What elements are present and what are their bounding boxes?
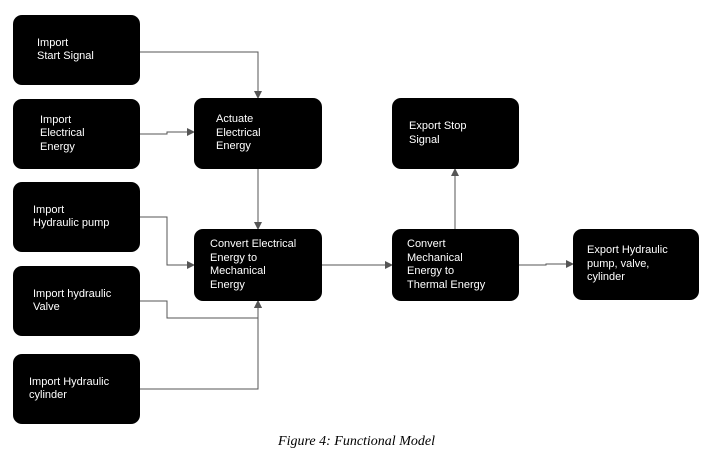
node-import-hydraulic-cylinder: Import Hydraulic cylinder bbox=[13, 354, 140, 424]
arrow-electrical-energy-to-actuate bbox=[140, 128, 195, 136]
arrow-hydraulic-valve-to-convert-electrical bbox=[140, 300, 262, 319]
arrow-convert-mechanical-to-export-hydraulic bbox=[519, 260, 574, 268]
arrow-hydraulic-pump-to-convert-electrical bbox=[140, 216, 195, 269]
node-import-electrical-energy: Import Electrical Energy bbox=[13, 99, 140, 169]
figure-caption: Figure 4: Functional Model bbox=[278, 434, 435, 449]
node-convert-electrical-to-mechanical: Convert Electrical Energy to Mechanical … bbox=[194, 229, 322, 301]
node-export-hydraulic: Export Hydraulic pump, valve, cylinder bbox=[573, 229, 699, 300]
arrow-start-signal-to-actuate bbox=[140, 51, 262, 99]
node-import-hydraulic-valve: Import hydraulic Valve bbox=[13, 266, 140, 336]
node-export-stop-signal: Export Stop Signal bbox=[392, 98, 519, 169]
arrow-hydraulic-cylinder-to-convert-electrical bbox=[140, 300, 262, 390]
node-import-start-signal: Import Start Signal bbox=[13, 15, 140, 85]
node-import-hydraulic-pump: Import Hydraulic pump bbox=[13, 182, 140, 252]
node-actuate-electrical-energy: Actuate Electrical Energy bbox=[194, 98, 322, 169]
node-convert-mechanical-to-thermal: Convert Mechanical Energy to Thermal Ene… bbox=[392, 229, 519, 301]
